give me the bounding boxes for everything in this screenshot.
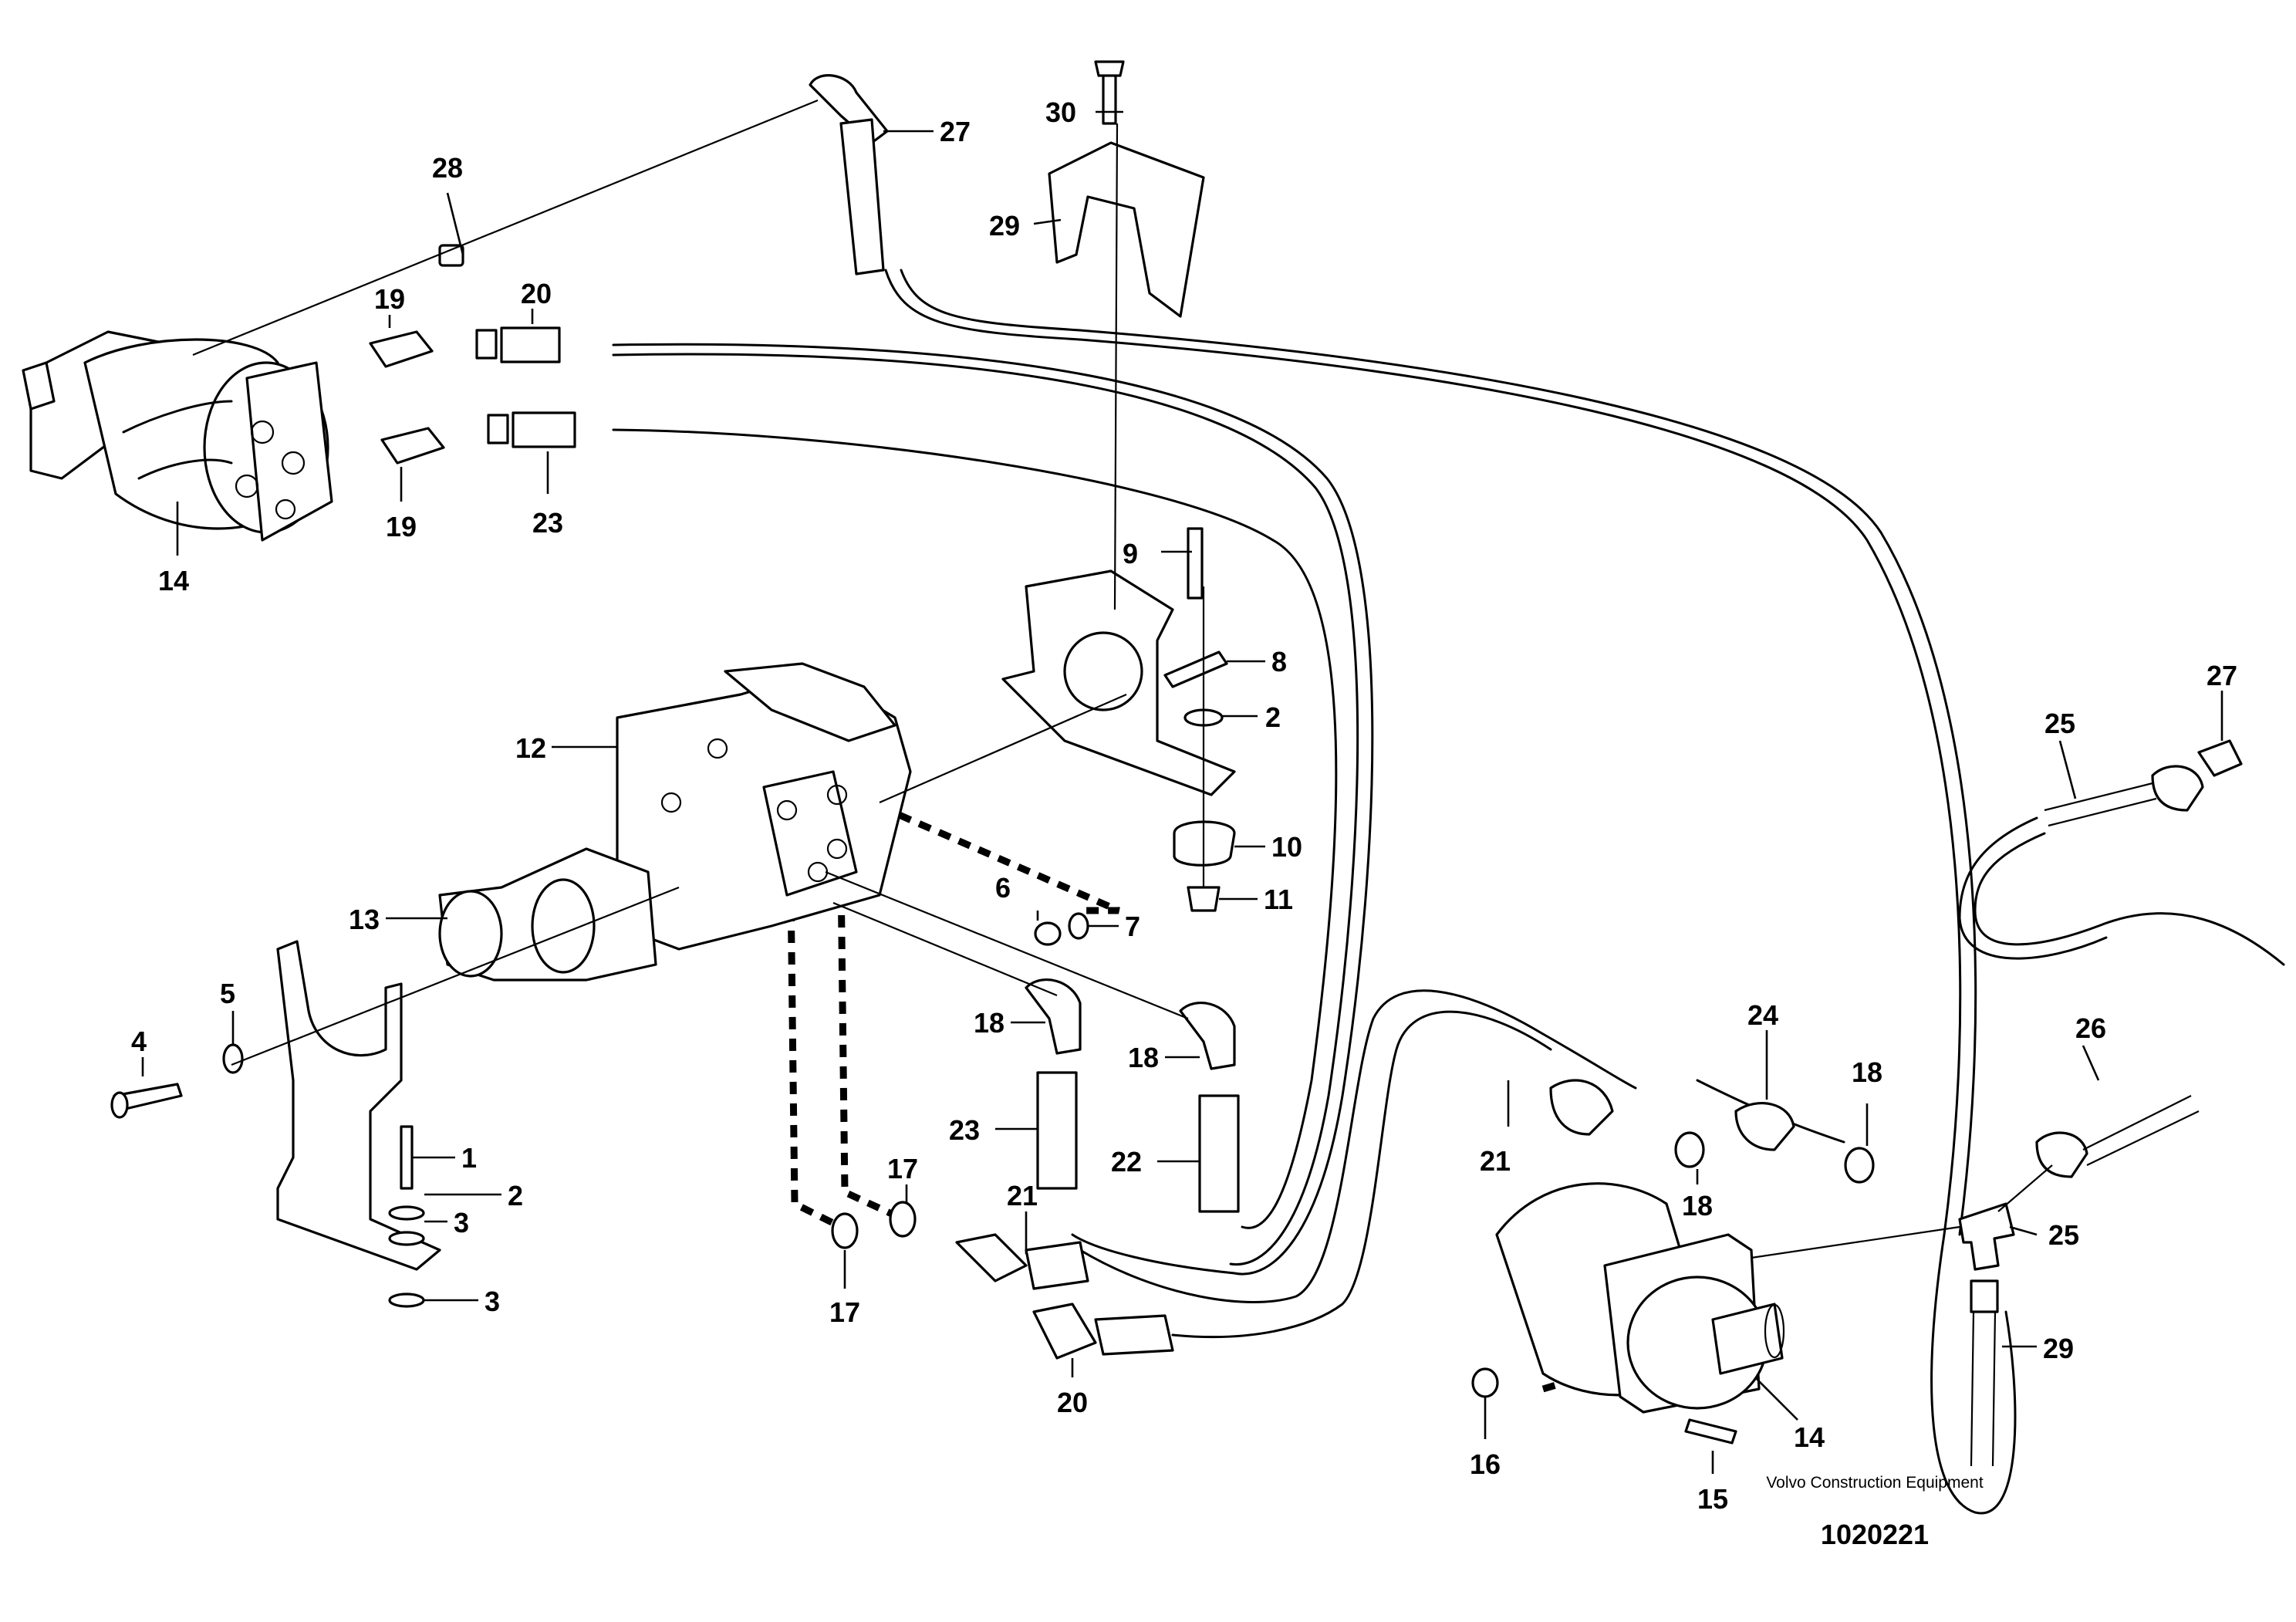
callout-label: 6 xyxy=(995,872,1011,904)
callout-label: 12 xyxy=(515,732,546,764)
hose-lines xyxy=(612,269,2285,1515)
callout-label: 21 xyxy=(1007,1180,1038,1211)
callout-label: 17 xyxy=(887,1153,918,1184)
brand-label: Volvo Construction Equipment xyxy=(1766,1474,1984,1492)
callout-label: 5 xyxy=(220,978,235,1009)
hydraulic-motor-top-left xyxy=(22,330,333,542)
callout-label: 20 xyxy=(1057,1387,1088,1418)
callout-label: 1 xyxy=(461,1142,477,1174)
callout-label: 27 xyxy=(2207,660,2237,691)
callout-label: 17 xyxy=(829,1296,860,1328)
document-number: 1020221 xyxy=(1820,1519,1930,1550)
callout-label: 16 xyxy=(1470,1448,1501,1480)
hydraulic-pump-assembly xyxy=(438,662,912,982)
callout-label: 8 xyxy=(1271,646,1287,678)
callout-label: 14 xyxy=(1794,1421,1825,1453)
callout-label: 3 xyxy=(454,1207,469,1238)
fittings-and-fasteners xyxy=(110,60,2243,1467)
callout-label: 13 xyxy=(349,904,380,935)
callout-label: 26 xyxy=(2075,1012,2106,1044)
callout-label: 27 xyxy=(940,116,971,147)
callout-label: 9 xyxy=(1123,538,1138,569)
callout-label: 18 xyxy=(1852,1056,1882,1088)
assembly-lines xyxy=(192,99,2053,1259)
callout-label: 15 xyxy=(1697,1483,1728,1515)
hydraulic-motor-bottom-right xyxy=(1495,1182,1785,1414)
callout-label: 29 xyxy=(2043,1333,2074,1364)
callout-label: 2 xyxy=(1265,701,1281,733)
callout-label: 2 xyxy=(508,1180,523,1211)
callout-label: 18 xyxy=(1128,1042,1159,1073)
callout-label: 19 xyxy=(386,511,417,542)
callout-label: 10 xyxy=(1271,831,1302,863)
callout-label: 25 xyxy=(2048,1219,2079,1251)
brackets xyxy=(276,141,1236,1271)
callout-label: 22 xyxy=(1111,1146,1142,1178)
callout-label: 14 xyxy=(158,565,189,596)
callout-label: 18 xyxy=(1682,1190,1713,1222)
callout-label: 4 xyxy=(131,1026,147,1057)
callout-label: 21 xyxy=(1480,1145,1511,1177)
callout-label: 25 xyxy=(2044,708,2075,739)
callout-label: 29 xyxy=(989,210,1020,242)
callout-label: 19 xyxy=(374,283,405,315)
callout-label: 11 xyxy=(1264,884,1293,915)
callout-label: 7 xyxy=(1125,911,1140,942)
callout-label: 23 xyxy=(532,507,563,539)
callout-label: 23 xyxy=(949,1114,980,1146)
callout-label: 28 xyxy=(432,152,463,184)
callout-label: 3 xyxy=(485,1286,500,1317)
callout-label: 18 xyxy=(974,1007,1004,1039)
callout-label: 24 xyxy=(1747,999,1778,1031)
callout-label: 20 xyxy=(521,278,552,309)
callouts: 28 27 30 29 19 20 19 23 14 9 8 2 10 11 1… xyxy=(131,96,2237,1515)
callout-label: 30 xyxy=(1045,96,1076,128)
